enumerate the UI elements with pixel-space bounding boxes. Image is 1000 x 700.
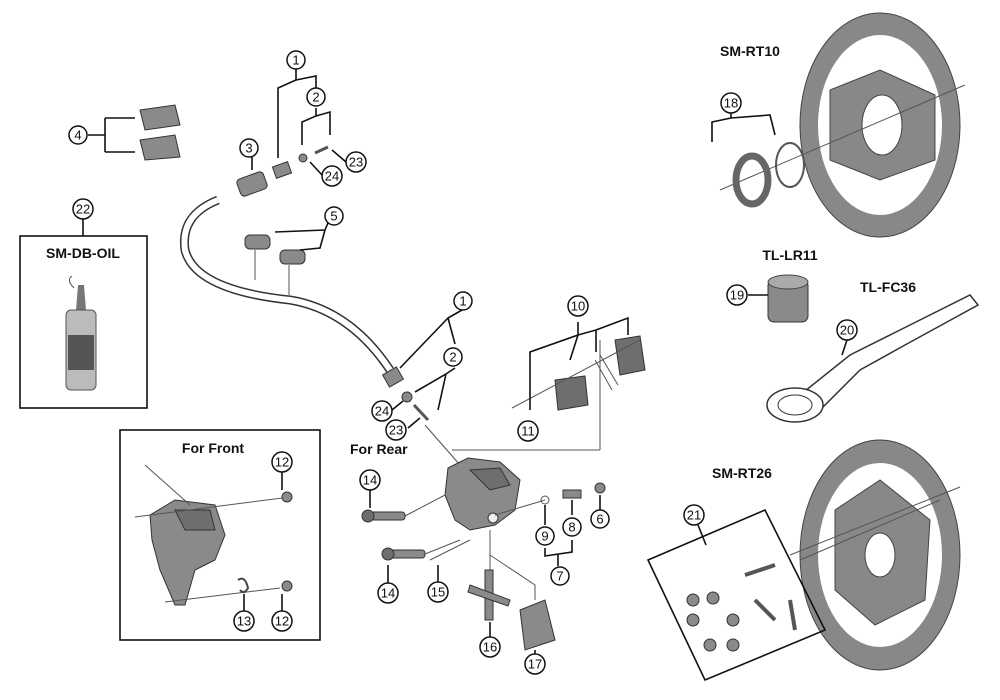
mounting-bolt-lower bbox=[381, 547, 426, 561]
svg-text:2: 2 bbox=[449, 350, 456, 365]
callout-14-lower: 14 bbox=[377, 582, 399, 604]
callout-19: 19 bbox=[726, 284, 748, 306]
callout-13: 13 bbox=[233, 610, 255, 632]
rear-pin-part bbox=[412, 403, 430, 422]
callout-1-top: 1 bbox=[286, 50, 306, 70]
connector-insert-part bbox=[236, 171, 268, 197]
rotor-top-label: SM-RT10 bbox=[720, 43, 780, 59]
front-label: For Front bbox=[182, 440, 245, 456]
svg-text:15: 15 bbox=[431, 585, 445, 600]
callout-7: 7 bbox=[550, 566, 570, 586]
rotor-lockring-parts bbox=[732, 142, 805, 208]
svg-text:16: 16 bbox=[483, 640, 497, 655]
callout-22: 22 bbox=[72, 198, 94, 220]
svg-text:24: 24 bbox=[375, 404, 389, 419]
rotor-bottom bbox=[799, 439, 961, 671]
callout-9: 9 bbox=[535, 526, 555, 546]
svg-text:14: 14 bbox=[363, 473, 377, 488]
callout-11: 11 bbox=[517, 420, 539, 442]
olive-part bbox=[271, 160, 293, 180]
rear-connector-part bbox=[401, 391, 413, 403]
callout-20: 20 bbox=[836, 319, 858, 341]
svg-text:20: 20 bbox=[840, 323, 854, 338]
svg-text:19: 19 bbox=[730, 288, 744, 303]
callout-1-rear: 1 bbox=[453, 291, 473, 311]
svg-text:4: 4 bbox=[74, 128, 81, 143]
svg-text:8: 8 bbox=[568, 520, 575, 535]
svg-text:11: 11 bbox=[521, 424, 535, 439]
callout-4: 4 bbox=[68, 125, 88, 145]
callout-8: 8 bbox=[562, 517, 582, 537]
svg-text:2: 2 bbox=[312, 90, 319, 105]
mounting-bolt-upper bbox=[361, 509, 406, 523]
hose-clip-part bbox=[237, 577, 250, 594]
svg-text:21: 21 bbox=[687, 508, 701, 523]
svg-text:12: 12 bbox=[275, 614, 289, 629]
tool-fc-label: TL-FC36 bbox=[860, 279, 916, 295]
callout-14-upper: 14 bbox=[359, 469, 381, 491]
callout-6: 6 bbox=[590, 509, 610, 529]
svg-text:23: 23 bbox=[389, 423, 403, 438]
callout-16: 16 bbox=[479, 636, 501, 658]
callout-23-rear: 23 bbox=[385, 419, 407, 441]
svg-text:17: 17 bbox=[528, 657, 542, 672]
brake-pads bbox=[554, 335, 646, 411]
svg-text:14: 14 bbox=[381, 586, 395, 601]
oil-bottle bbox=[65, 275, 97, 391]
svg-text:1: 1 bbox=[292, 53, 299, 68]
callout-5: 5 bbox=[324, 206, 344, 226]
callout-24-top: 24 bbox=[321, 165, 343, 187]
svg-text:23: 23 bbox=[349, 155, 363, 170]
washer-part bbox=[540, 495, 550, 505]
front-bolt-lower bbox=[281, 580, 293, 592]
svg-text:24: 24 bbox=[325, 169, 339, 184]
svg-text:12: 12 bbox=[275, 455, 289, 470]
pin-part bbox=[314, 145, 329, 155]
callout-21: 21 bbox=[683, 504, 705, 526]
hose-clamp-blocks bbox=[139, 104, 181, 161]
callout-18: 18 bbox=[720, 92, 742, 114]
front-box bbox=[119, 429, 321, 641]
bleed-cap-part bbox=[594, 482, 606, 494]
callout-3: 3 bbox=[239, 138, 259, 158]
rotor-bolt-kit-box bbox=[646, 508, 827, 682]
oil-label: SM-DB-OIL bbox=[46, 245, 120, 261]
hose-connector-parts bbox=[244, 234, 306, 265]
connector-small-part bbox=[298, 153, 308, 163]
svg-text:7: 7 bbox=[556, 569, 563, 584]
rear-label: For Rear bbox=[350, 441, 408, 457]
svg-text:10: 10 bbox=[571, 299, 585, 314]
front-caliper bbox=[149, 499, 226, 606]
bleed-nipple-part bbox=[562, 489, 582, 499]
rotor-bolts bbox=[686, 563, 797, 652]
callout-24-rear: 24 bbox=[371, 400, 393, 422]
svg-text:6: 6 bbox=[596, 512, 603, 527]
rotor-top bbox=[799, 12, 961, 238]
callout-15: 15 bbox=[427, 581, 449, 603]
bb-wrench-tool bbox=[766, 294, 980, 423]
callout-10: 10 bbox=[567, 295, 589, 317]
svg-text:22: 22 bbox=[76, 202, 90, 217]
svg-text:5: 5 bbox=[330, 209, 337, 224]
pad-spacer-part bbox=[467, 569, 511, 621]
svg-text:1: 1 bbox=[459, 294, 466, 309]
callout-12-lower: 12 bbox=[271, 610, 293, 632]
svg-text:18: 18 bbox=[724, 96, 738, 111]
svg-text:9: 9 bbox=[541, 529, 548, 544]
tool-lr-label: TL-LR11 bbox=[762, 247, 817, 263]
callout-23-top: 23 bbox=[345, 151, 367, 173]
callout-17: 17 bbox=[524, 653, 546, 675]
rear-olive-part bbox=[381, 366, 405, 388]
callout-12-upper: 12 bbox=[271, 451, 293, 473]
callout-2-top: 2 bbox=[306, 87, 326, 107]
front-bolt-upper bbox=[281, 491, 293, 503]
svg-text:3: 3 bbox=[245, 141, 252, 156]
bleed-block-part bbox=[519, 599, 556, 651]
svg-text:13: 13 bbox=[237, 614, 251, 629]
callout-2-rear: 2 bbox=[443, 347, 463, 367]
lockring-tool bbox=[767, 274, 809, 323]
rotor-bottom-label: SM-RT26 bbox=[712, 465, 772, 481]
rear-caliper bbox=[444, 457, 521, 531]
